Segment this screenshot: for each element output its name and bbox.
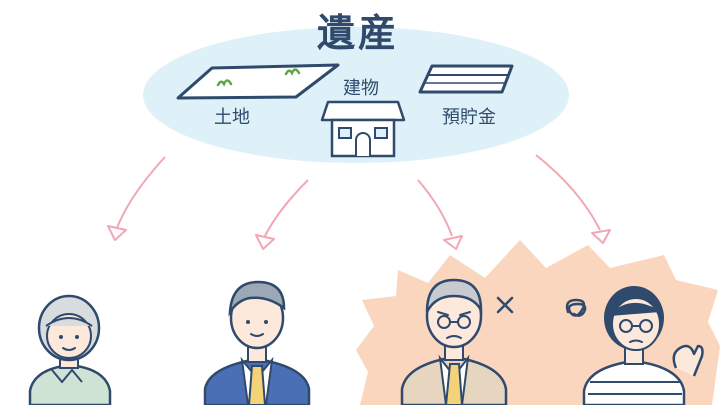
heir-woman-glasses bbox=[582, 286, 704, 405]
heir-man-suit bbox=[203, 280, 311, 405]
land-icon bbox=[176, 63, 340, 100]
bankbook-icon bbox=[418, 64, 514, 94]
arrow-to-heir-1 bbox=[107, 156, 166, 241]
house-icon bbox=[320, 100, 406, 158]
arrow-to-heir-2 bbox=[255, 179, 309, 250]
asset-label-savings: 預貯金 bbox=[442, 107, 496, 128]
arrow-to-heir-3 bbox=[417, 179, 463, 250]
diagram-title: 遺産 bbox=[317, 11, 399, 55]
heir-older-man bbox=[400, 278, 508, 405]
assets-bubble bbox=[143, 27, 569, 163]
tangle-icon bbox=[565, 298, 587, 317]
anger-mark-icon bbox=[496, 296, 514, 314]
asset-label-land: 土地 bbox=[214, 107, 250, 128]
heir-elderly-woman bbox=[28, 294, 112, 405]
arrow-to-heir-4 bbox=[535, 154, 611, 244]
asset-label-building: 建物 bbox=[343, 78, 379, 99]
